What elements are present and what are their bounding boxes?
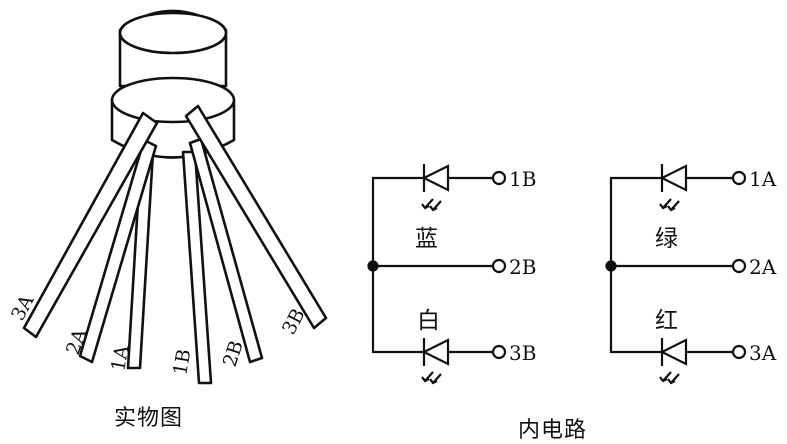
component-base-ring xyxy=(110,76,236,124)
component-cap-rim xyxy=(118,11,228,55)
lead-1B xyxy=(181,150,213,385)
circuit-b-junction xyxy=(367,260,379,272)
terminal-label-1A: 1A xyxy=(749,167,777,191)
terminal-1B xyxy=(491,170,507,186)
circuit-a-junction xyxy=(605,260,617,272)
pin-label-1B: 1B xyxy=(169,347,195,376)
lead-2A xyxy=(78,138,158,364)
lead-3A xyxy=(22,111,159,339)
pin-label-1A: 1A xyxy=(107,343,133,373)
diode-b-lower xyxy=(421,338,450,385)
lead-2B xyxy=(188,137,264,364)
led-component-drawing xyxy=(22,9,328,385)
color-label-green: 绿 xyxy=(655,226,678,252)
terminal-1A xyxy=(731,170,747,186)
terminal-label-3B: 3B xyxy=(509,341,536,365)
color-label-white: 白 xyxy=(417,308,440,334)
color-label-red: 红 xyxy=(655,308,678,334)
terminal-label-1B: 1B xyxy=(509,167,536,191)
terminal-2B xyxy=(491,258,507,274)
caption-physical-view: 实物图 xyxy=(114,406,184,431)
circuit-b xyxy=(367,164,507,385)
caption-internal-circuit: 内电路 xyxy=(518,418,588,443)
terminal-label-2B: 2B xyxy=(509,255,536,279)
circuit-a xyxy=(605,164,747,385)
terminal-3A xyxy=(731,344,747,360)
terminal-2A xyxy=(731,258,747,274)
color-label-blue: 蓝 xyxy=(415,226,438,252)
terminal-label-2A: 2A xyxy=(749,255,777,279)
lead-3B xyxy=(184,104,328,330)
diode-b-upper xyxy=(421,164,450,212)
terminal-3B xyxy=(491,344,507,360)
diode-a-lower xyxy=(659,338,688,385)
terminal-label-3A: 3A xyxy=(749,341,777,365)
diode-a-upper xyxy=(659,164,688,212)
